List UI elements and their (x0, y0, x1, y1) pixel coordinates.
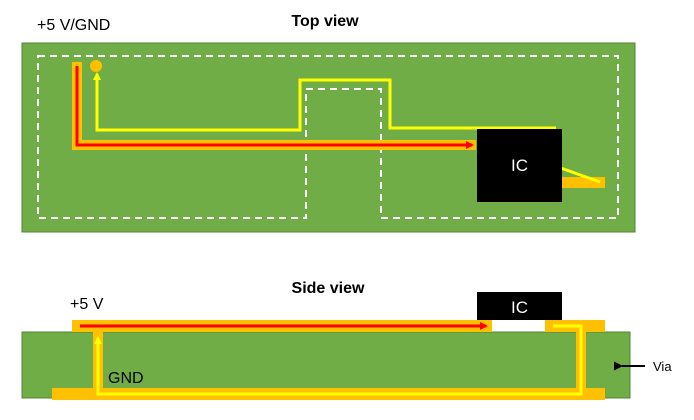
top-view-title: Top view (291, 13, 359, 30)
via-label: Via (653, 359, 672, 374)
side-view-ic-label: IC (511, 298, 528, 317)
top-view-ic (477, 129, 562, 202)
side-view-title: Side view (292, 280, 365, 297)
top-view-supply-label: +5 V/GND (37, 17, 110, 34)
side-view-ground-label: GND (108, 370, 144, 387)
top-view-via-dot (90, 60, 102, 72)
side-view: Side view +5 V IC GND Via (21, 280, 672, 400)
top-view-return-current-arrow (97, 74, 601, 184)
top-view: Top view +5 V/GND IC (21, 13, 636, 233)
side-view-board (21, 331, 631, 399)
side-view-return-current-arrow (94, 324, 583, 396)
side-view-supply-label: +5 V (70, 296, 104, 313)
top-view-supply-current-arrow (75, 66, 474, 149)
top-view-plane-outline (37, 55, 619, 219)
top-view-ic-label: IC (511, 156, 528, 175)
side-view-ic (477, 292, 562, 320)
top-view-ic-pad (557, 177, 605, 188)
